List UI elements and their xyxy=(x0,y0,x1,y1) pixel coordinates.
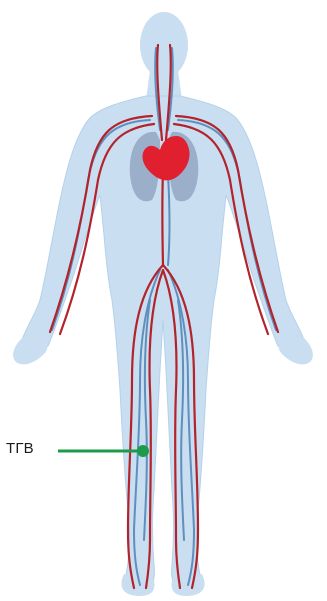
head xyxy=(140,12,188,78)
thrombus-marker-dot xyxy=(137,445,149,457)
dvt-label: ТГВ xyxy=(6,440,34,457)
